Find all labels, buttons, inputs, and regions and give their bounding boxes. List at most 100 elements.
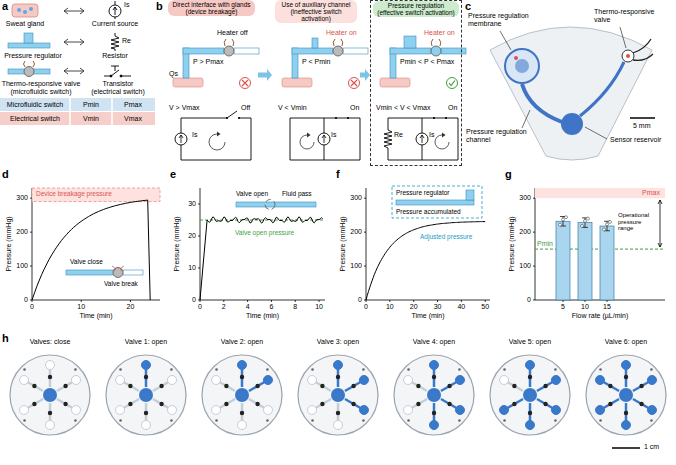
disc-channel bbox=[345, 382, 361, 391]
signal-name: Is bbox=[192, 131, 197, 139]
current-source-symbol bbox=[420, 135, 424, 143]
channel bbox=[234, 48, 259, 54]
disc-valve bbox=[63, 402, 67, 406]
pressure-condition: Pmin < P < Pmax bbox=[400, 58, 454, 66]
signal-name: Re bbox=[394, 131, 403, 139]
disc-channel bbox=[241, 369, 244, 387]
regulator-symbol bbox=[404, 36, 416, 48]
disc-valve bbox=[48, 375, 52, 379]
axis-title: Time (min) bbox=[246, 312, 279, 320]
current-loop bbox=[442, 133, 446, 138]
panel-heading: Pressure regulation (effective switch ac… bbox=[373, 1, 459, 17]
disc-channel bbox=[57, 382, 73, 391]
disc-channel bbox=[27, 399, 43, 408]
tick-label: 30 bbox=[434, 303, 442, 311]
leader-lines bbox=[500, 27, 626, 139]
axis-title: Flow rate (µL/min) bbox=[572, 312, 629, 320]
disc-reservoir bbox=[46, 361, 55, 370]
disc-reservoir bbox=[238, 421, 247, 430]
device-disc bbox=[394, 355, 474, 435]
regulator-symbol bbox=[466, 190, 474, 200]
disc-inlet bbox=[139, 388, 153, 402]
disc-reservoir bbox=[526, 361, 535, 370]
current-source-symbol bbox=[322, 135, 326, 143]
disc-channel bbox=[123, 382, 139, 391]
disc-reservoir bbox=[116, 376, 125, 385]
disc-inlet bbox=[619, 388, 633, 402]
axis-title: Pressure (mmHg) bbox=[5, 216, 13, 271]
disc-reservoir bbox=[46, 421, 55, 430]
bar bbox=[600, 226, 614, 300]
part-label: Pressure regulation channel bbox=[466, 128, 532, 143]
disc-valve bbox=[255, 384, 259, 388]
disc-reservoir bbox=[212, 376, 221, 385]
switch-terminal bbox=[226, 117, 228, 119]
disc-channel bbox=[411, 399, 427, 408]
circuit-wire bbox=[290, 118, 360, 160]
icon-label: (microfluidic switch) bbox=[10, 88, 71, 96]
disc-channel bbox=[49, 403, 52, 421]
disc-inlet bbox=[235, 388, 249, 402]
disc-valve bbox=[255, 402, 259, 406]
signal-name: Is bbox=[124, 1, 129, 9]
disc-reservoir bbox=[622, 361, 631, 370]
disc-channel bbox=[337, 369, 340, 387]
disc-channel bbox=[537, 382, 553, 391]
table-cell: Vmin bbox=[83, 115, 99, 123]
disc-channel bbox=[603, 399, 619, 408]
pass-mark bbox=[449, 81, 455, 86]
disc-reservoir bbox=[404, 376, 413, 385]
photo-label: Valve 6: open bbox=[605, 338, 647, 346]
switch-state: On bbox=[350, 104, 359, 112]
disc-valve bbox=[128, 402, 132, 406]
mount-hole bbox=[599, 368, 602, 371]
disc-valve bbox=[543, 384, 547, 388]
disc-reservoir bbox=[647, 406, 656, 415]
panel-letter: a bbox=[2, 0, 8, 12]
disc-valve bbox=[336, 411, 340, 415]
disc-reservoir bbox=[551, 376, 560, 385]
mount-hole bbox=[119, 368, 122, 371]
table-cell: Vmax bbox=[124, 115, 142, 123]
mount-hole bbox=[362, 368, 365, 371]
mount-hole bbox=[74, 419, 77, 422]
mount-hole bbox=[554, 368, 557, 371]
tick-label: 40 bbox=[457, 303, 465, 311]
channel bbox=[390, 48, 431, 54]
switch-terminal bbox=[335, 117, 337, 119]
device-disc bbox=[298, 355, 378, 435]
panel-heading: Direct interface with glands (device bre… bbox=[168, 0, 255, 16]
valve-symbol bbox=[333, 46, 343, 56]
disc-valve bbox=[639, 402, 643, 406]
disc-reservoir bbox=[20, 406, 29, 415]
chart-axis bbox=[198, 188, 325, 302]
disc-reservoir bbox=[359, 406, 368, 415]
heater-wire bbox=[431, 39, 441, 46]
channel bbox=[292, 48, 333, 54]
disc-inlet bbox=[43, 388, 57, 402]
mount-hole bbox=[311, 368, 314, 371]
disc-channel bbox=[315, 399, 331, 408]
valve-symbol bbox=[265, 200, 275, 210]
disc-valve bbox=[447, 402, 451, 406]
disc-reservoir bbox=[167, 406, 176, 415]
disc-reservoir bbox=[116, 406, 125, 415]
mount-hole bbox=[407, 419, 410, 422]
flow-symbol: Qs bbox=[169, 70, 178, 78]
pmax-band bbox=[535, 188, 665, 198]
disc-channel bbox=[57, 399, 73, 408]
mount-hole bbox=[503, 368, 506, 371]
disc-valve bbox=[608, 384, 612, 388]
fail-mark bbox=[351, 80, 357, 86]
current-source-symbol bbox=[318, 133, 330, 145]
disc-channel bbox=[441, 382, 457, 391]
tick-label: 8 bbox=[293, 303, 297, 311]
disc-channel bbox=[153, 382, 169, 391]
circuit-wire bbox=[181, 111, 251, 160]
threshold-label: Valve open pressure bbox=[235, 229, 294, 236]
mount-hole bbox=[170, 368, 173, 371]
switch-state: On bbox=[448, 104, 457, 112]
pressure-curve bbox=[366, 222, 485, 300]
current-loop bbox=[307, 133, 311, 138]
pressure-condition: P > Pmax bbox=[193, 58, 223, 66]
